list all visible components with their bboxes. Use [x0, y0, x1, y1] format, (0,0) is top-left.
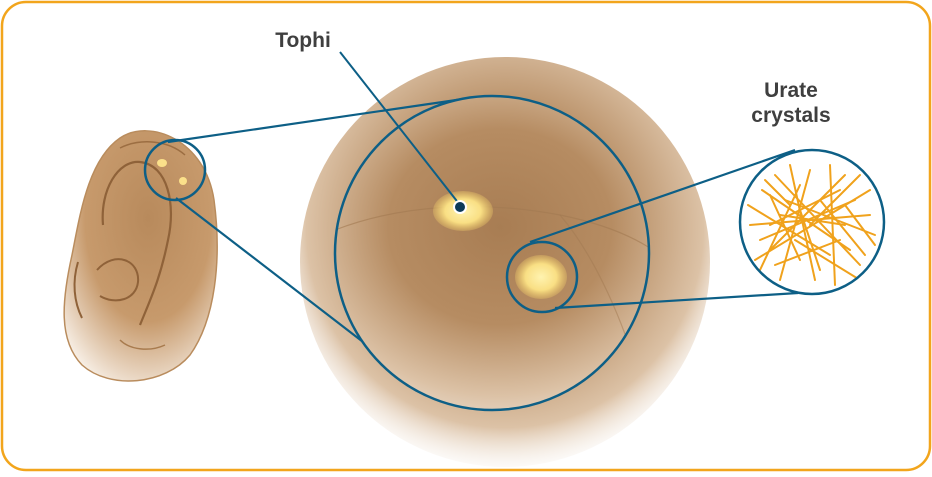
urate-crystals-label: Urate crystals	[742, 78, 840, 128]
urate-crystals-circle	[740, 150, 884, 294]
tophi-label: Tophi	[258, 28, 348, 53]
urate-label-line1: Urate	[742, 78, 840, 103]
ear-tophus	[157, 159, 167, 167]
tophi-pointer-dot	[454, 201, 466, 213]
urate-label-line2: crystals	[742, 103, 840, 128]
ear-tophus	[179, 177, 187, 185]
tophus-deposit	[515, 255, 567, 299]
